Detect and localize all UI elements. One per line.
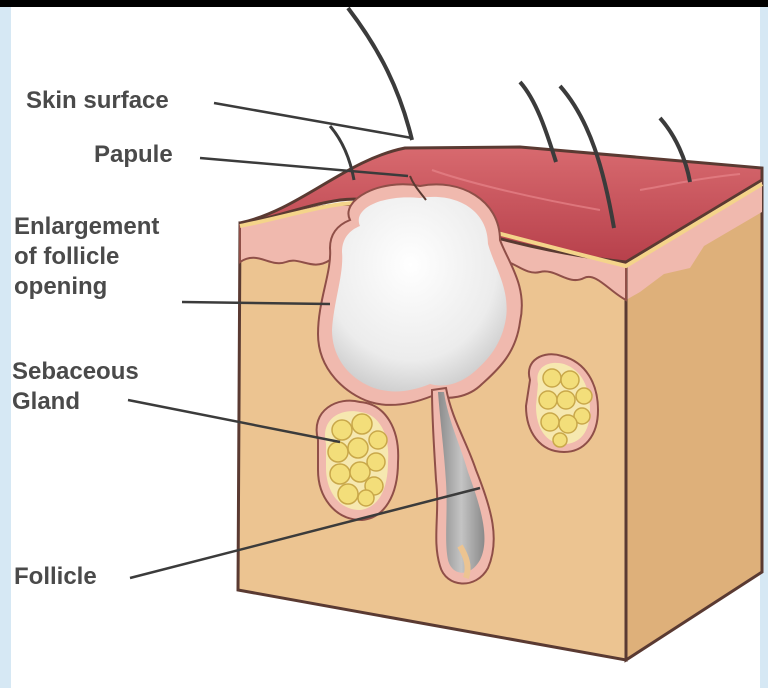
label-skin-surface: Skin surface	[26, 86, 169, 116]
label-enlargement-line-2: of follicle	[14, 242, 159, 272]
label-enlargement-line-3: opening	[14, 272, 159, 302]
label-sebaceous-line-1: Sebaceous	[12, 357, 139, 387]
label-sebaceous-gland: Sebaceous Gland	[12, 357, 139, 417]
hair-1	[348, 8, 412, 140]
label-enlargement-of-follicle-opening: Enlargement of follicle opening	[14, 212, 159, 302]
label-sebaceous-line-2: Gland	[12, 387, 139, 417]
label-papule: Papule	[94, 140, 173, 170]
left-frame-strip	[0, 7, 11, 688]
label-follicle: Follicle	[14, 562, 97, 592]
leader-skin-surface	[214, 103, 412, 138]
top-frame-bar	[0, 0, 768, 7]
label-enlargement-line-1: Enlargement	[14, 212, 159, 242]
